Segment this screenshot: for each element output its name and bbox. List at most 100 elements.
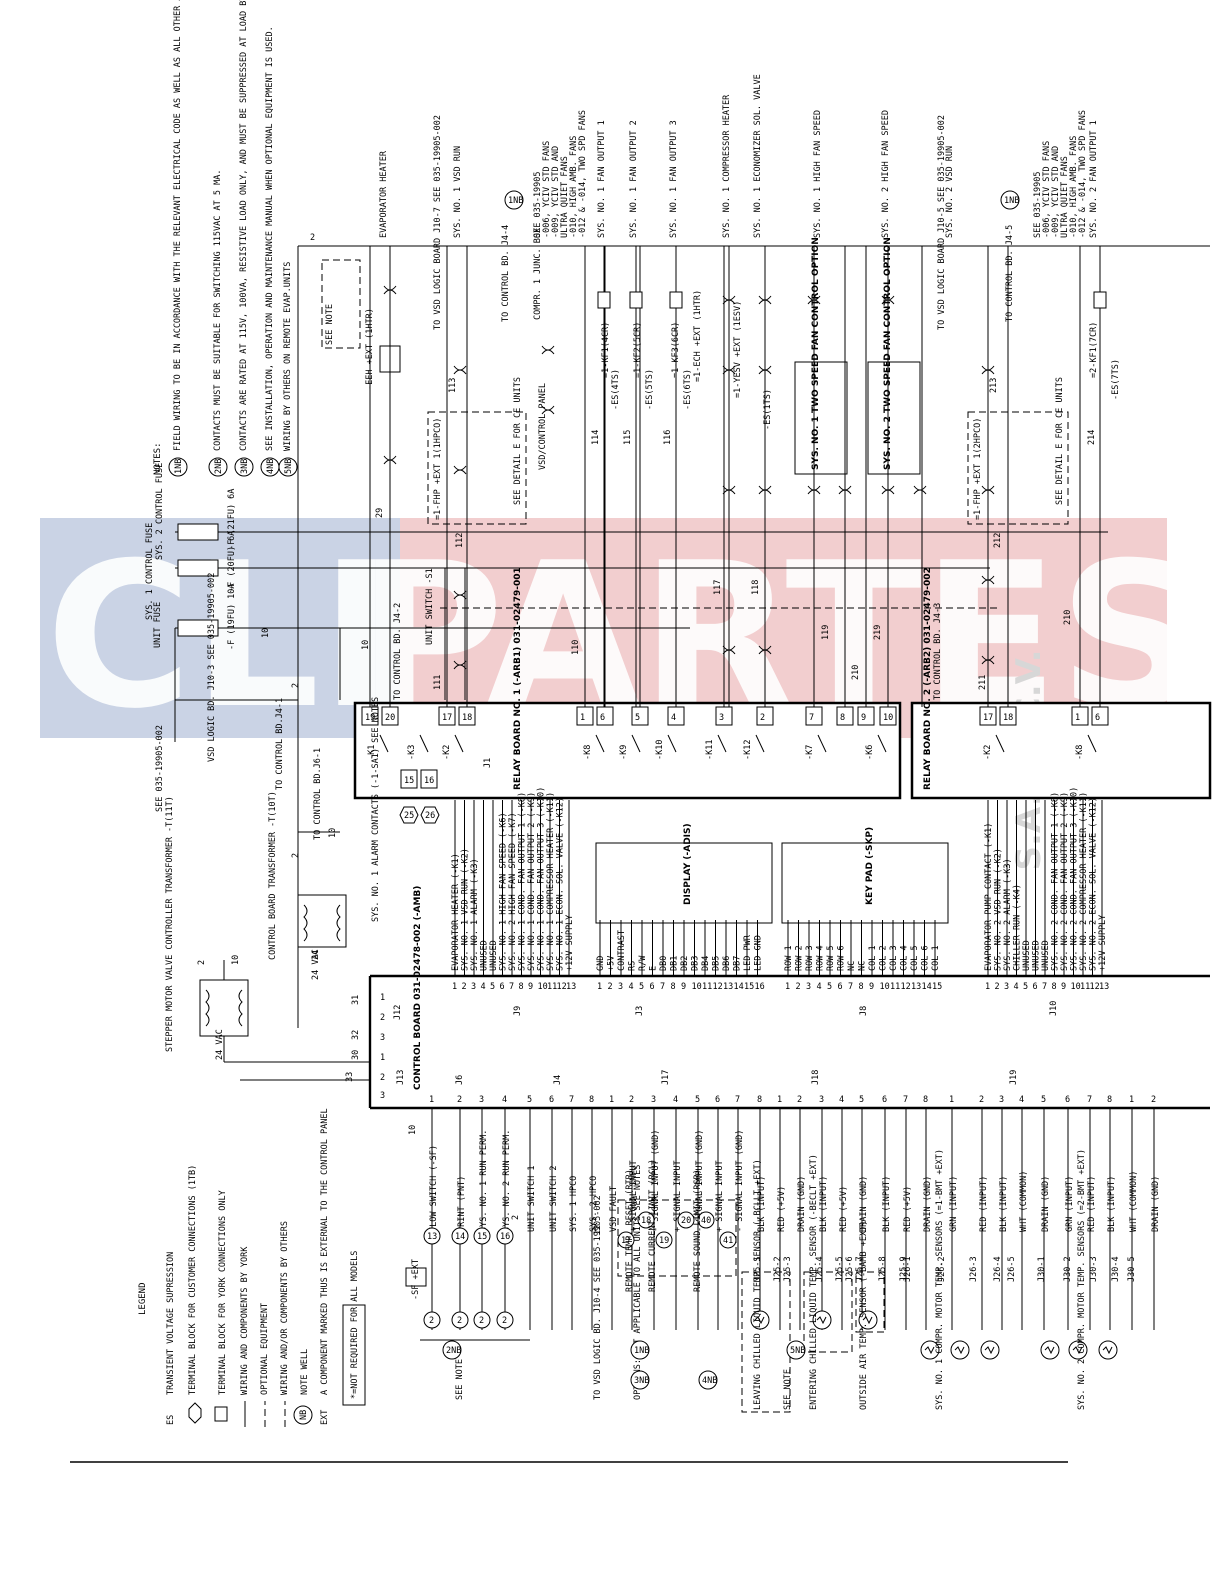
options-box: [617, 1199, 737, 1277]
svg-text:7: 7: [569, 1095, 574, 1105]
j10-wire-label: +12V SUPPLY: [1098, 915, 1108, 971]
watermark-left: CLI: [46, 520, 395, 753]
relay1-contact: [595, 734, 605, 753]
sensor-pin-label: J25-6: [845, 1256, 855, 1282]
connector-pin: [758, 485, 772, 495]
legend-row: TRANSIENT VOLTAGE SUPRESSION: [166, 1252, 176, 1395]
notes-block: NOTES: 1NB FIELD WIRING TO BE IN ACCORDA…: [153, 0, 298, 477]
j8-wire-label: NC: [858, 961, 868, 971]
input-label: DRAIN (GND): [923, 1176, 933, 1232]
j8-pin-number: 11: [890, 982, 900, 992]
svg-text:FIELD WIRING TO BE IN ACCORDAN: FIELD WIRING TO BE IN ACCORDANCE WITH TH…: [173, 0, 183, 451]
stepper-label: STEPPER MOTOR VALVE CONTROLLER TRANSFORM…: [165, 796, 175, 1052]
j8-pin-number: 9: [869, 982, 874, 992]
input-label: RED (+5V): [903, 1186, 913, 1232]
connector-pin: [383, 455, 397, 465]
wire-number: 2: [197, 960, 207, 965]
svg-text:WIRING BY OTHERS ON REMOTE EVA: WIRING BY OTHERS ON REMOTE EVAP.UNITS: [283, 262, 293, 451]
j9-pin-number: 6: [500, 982, 505, 992]
j10-pin-number: 5: [1023, 982, 1028, 992]
svg-text:19: 19: [659, 1236, 669, 1246]
relay2-pin-label: 6: [1095, 713, 1100, 723]
sensor-pin-label: J26-4: [993, 1256, 1003, 1282]
relay1-label: RELAY BOARD NO. 1 (-ARB1) 031-02479-001: [513, 567, 523, 790]
svg-text:20: 20: [681, 1216, 691, 1226]
j8-pin-number: 5: [827, 982, 832, 992]
connector-pin: [541, 405, 555, 415]
svg-text:6: 6: [715, 1095, 720, 1105]
svg-text:16: 16: [424, 776, 434, 786]
svg-text:-ES(5TS): -ES(5TS): [645, 369, 655, 410]
sensor-group-label: SYS. NO. 1 COMPR. MOTOR TEMP. SENSORS (=…: [935, 1149, 945, 1410]
top-label: SYS. NO. 1 ECONOMIZER SOL. VALVE: [753, 74, 763, 238]
terminal-hexagon: [399, 806, 419, 824]
hpco-detail-2: SEE DETAIL E FOR CE UNITS =1-FHP +EXT 1(…: [967, 377, 1069, 525]
svg-text:14: 14: [455, 1232, 465, 1242]
input-label: SYS. NO. 2 RUN PERM.: [502, 1130, 512, 1232]
input-label: DRAIN (GND): [1151, 1176, 1161, 1232]
svg-text:24 VAC: 24 VAC: [215, 1029, 225, 1060]
j3-pin-number: 13: [723, 982, 733, 992]
input-label: SYS. NO. 1 RUN PERM.: [479, 1130, 489, 1232]
j8-pin-number: 2: [796, 982, 801, 992]
note-4: 4NB SEE INSTALLATION, OPERATION AND MAIN…: [260, 26, 280, 477]
wire-number: 10: [328, 828, 338, 838]
relay2-pin-label: 1: [1075, 713, 1080, 723]
connector-pin: [838, 485, 852, 495]
connector-label: J6: [455, 1075, 465, 1085]
relay1-contact-label: -K2: [442, 745, 452, 760]
j9-wire-label: SYS. NO. 1 COMPRESSOR HEATER (-K11): [546, 792, 556, 971]
legend-row: OPTIONAL EQUIPMENT: [260, 1303, 270, 1395]
svg-text:2: 2: [479, 1316, 484, 1326]
j8-pin-number: 7: [848, 982, 853, 992]
stepper-transformer: STEPPER MOTOR VALVE CONTROLLER TRANSFORM…: [165, 796, 370, 1081]
svg-text:7: 7: [903, 1095, 908, 1105]
wire-number: 118: [751, 580, 761, 595]
misc-labels: TO VSD LOGIC BOARD J10-7 SEE 035-19905-0…: [371, 115, 1121, 922]
connector-pin: [383, 285, 397, 295]
connector-label: J13: [396, 1070, 406, 1085]
j3-wire-label: +5V: [607, 956, 617, 971]
svg-text:8: 8: [757, 1095, 762, 1105]
relay1-pin-label: 1: [580, 713, 585, 723]
field-terminal: [473, 1227, 491, 1245]
hpco-detail-1: SEE DETAIL E FOR CE UNITS =1-FHP +EXT 1(…: [427, 377, 527, 525]
j9-pin-number: 13: [566, 982, 576, 992]
svg-text:2: 2: [429, 1316, 434, 1326]
j8-wire-label: COL 6: [921, 945, 931, 971]
wire-number: 2: [291, 853, 301, 858]
j8-wire-label: COL 1: [868, 945, 878, 971]
svg-text:15: 15: [404, 776, 414, 786]
connector-pin: [758, 645, 772, 655]
j9-pin-number: 10: [538, 982, 548, 992]
relay1-pin-label: 10: [883, 713, 893, 723]
connector-pin: [807, 485, 821, 495]
sensor-pin-label: J26-2: [937, 1256, 947, 1282]
j8-pin-number: 8: [859, 982, 864, 992]
j8-pin-number: 4: [817, 982, 822, 992]
top-label: ULTRA QUIET FANS: [560, 156, 570, 238]
j8-wire-label: COL 4: [900, 945, 910, 971]
svg-text:-ES(7TS): -ES(7TS): [1111, 359, 1121, 400]
j3-pin-number: 1: [597, 982, 602, 992]
j3-wire-label: DB2: [680, 956, 690, 971]
svg-text:2: 2: [502, 1316, 507, 1326]
relay1-contact: [755, 734, 765, 753]
legend-row: WIRING AND COMPONENTS BY YORK: [240, 1246, 250, 1395]
j10-wire-label: SYS. NO. 2 VSD RUN (-K2): [994, 848, 1004, 971]
input-label: BLK (INPUT): [1107, 1176, 1117, 1232]
top-label: SEE 035-19905: [533, 171, 543, 238]
relay1-contact-label: -K10: [655, 740, 665, 760]
top-label: SYS. NO. 2 VSD RUN: [945, 146, 955, 238]
j9-pin-number: 1: [452, 982, 457, 992]
svg-text:-ES(6TS): -ES(6TS): [683, 369, 693, 410]
wire-number: 210: [851, 665, 861, 680]
field-terminal: [451, 1227, 469, 1245]
svg-text:6: 6: [1065, 1095, 1070, 1105]
wire-number: 210: [1063, 610, 1073, 625]
j9-wire-label: SYS. NO. 2 HIGH FAN SPEED (-K7): [508, 812, 518, 971]
relay-board-2: RELAY BOARD NO. 2 (-ARB2) 031-02479-002 …: [910, 246, 1212, 800]
input-label: + SIGNAL INPUT: [673, 1160, 683, 1232]
sensor-pin-label: J30-5: [1127, 1256, 1137, 1282]
